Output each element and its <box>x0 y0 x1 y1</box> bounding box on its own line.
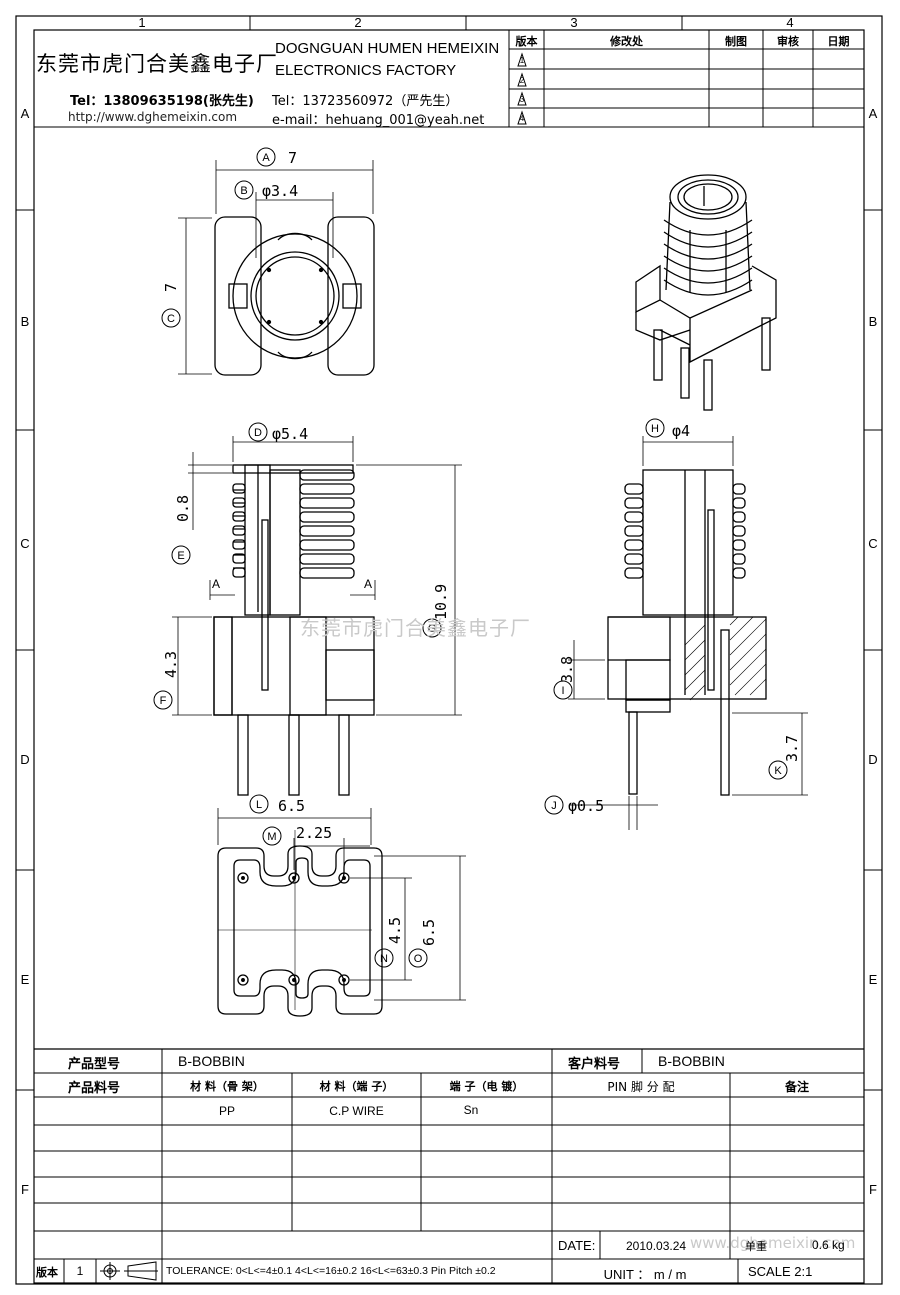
dim-b-value: φ3.4 <box>262 182 298 200</box>
ref-letter-k: K <box>774 765 782 777</box>
rev-col-date: 日期 <box>827 35 850 48</box>
ref-letter-e: E <box>177 550 184 562</box>
weight-value: 0.6 kg <box>812 1238 845 1252</box>
section-mark-left: A <box>212 577 220 591</box>
ref-letter-b: B <box>240 185 247 197</box>
dim-a-value: 7 <box>288 149 297 167</box>
company-name-cn: 东莞市虎门合美鑫电子厂 <box>36 52 278 76</box>
projection-symbol-icon <box>97 1260 159 1282</box>
pin-assignment-label: PIN 脚 分 配 <box>607 1080 675 1094</box>
zone-row-f-right: F <box>869 1182 877 1197</box>
dim-c-value: 7 <box>162 283 180 292</box>
ref-letter-n: N <box>380 953 388 965</box>
remarks-label: 备注 <box>784 1080 809 1094</box>
ref-letter-m: M <box>267 831 276 843</box>
dim-f-value: 4.3 <box>162 651 180 678</box>
customer-part-label: 客户料号 <box>568 1057 621 1072</box>
material-pin-label: 材 料（端 子） <box>319 1080 394 1093</box>
zone-row-c-left: C <box>20 536 30 551</box>
zone-row-d-right: D <box>868 752 878 767</box>
rev-mark-2: 2 <box>519 76 525 85</box>
version-value: 1 <box>76 1264 84 1278</box>
ref-letter-a: A <box>262 152 270 164</box>
company-name-en-1: DOGNGUAN HUMEN HEMEIXIN <box>275 40 500 57</box>
top-view <box>161 147 375 376</box>
rev-col-drawn: 制图 <box>725 35 747 48</box>
rev-col-version: 版本 <box>515 35 538 48</box>
dim-m-value: 2.25 <box>296 824 332 842</box>
dim-k-value: 3.7 <box>783 735 801 762</box>
zone-col-4: 4 <box>786 15 794 30</box>
material-frame-label: 材 料（骨 架） <box>190 1080 264 1093</box>
dim-h-value: φ4 <box>672 422 690 440</box>
zone-row-d-left: D <box>20 752 30 767</box>
company-name-en-2: ELECTRONICS FACTORY <box>275 62 457 79</box>
inner-border <box>33 29 865 1284</box>
terminal-plating-value: Sn <box>463 1103 479 1117</box>
ref-letter-g: G <box>428 623 437 635</box>
customer-part-value: B-BOBBIN <box>658 1053 725 1069</box>
rev-col-modification: 修改处 <box>610 35 643 48</box>
zone-col-3: 3 <box>570 15 578 30</box>
tolerance-note: TOLERANCE: 0<L<=4±0.1 4<L<=16±0.2 16<L<=… <box>166 1265 496 1277</box>
contact-tel-2: Tel：13723560972（严先生） <box>272 94 459 109</box>
dim-n-value: 4.5 <box>386 917 404 944</box>
product-part-label: 产品料号 <box>68 1081 121 1096</box>
terminal-plating-label: 端 子（电 镀） <box>449 1080 524 1093</box>
watermark-text: 东莞市虎门合美鑫电子厂 <box>300 616 531 640</box>
zone-row-b-left: B <box>20 314 30 329</box>
version-label: 版本 <box>36 1266 58 1279</box>
rev-col-checked: 审核 <box>777 35 799 48</box>
ref-letter-j: J <box>551 800 557 812</box>
scale-label: SCALE 2:1 <box>748 1264 813 1279</box>
zone-row-f-left: F <box>21 1182 29 1197</box>
product-model-label: 产品型号 <box>68 1057 121 1072</box>
ref-letter-l: L <box>256 799 262 811</box>
watermark-url: www.dghemeixin.com <box>690 1234 856 1252</box>
weight-label: 单重 <box>745 1240 767 1253</box>
side-section-view <box>544 418 808 830</box>
unit-label: UNIT ： m / m <box>603 1267 687 1282</box>
date-label: DATE: <box>558 1238 596 1253</box>
ref-letter-c: C <box>167 313 175 325</box>
material-frame-value: PP <box>218 1104 235 1118</box>
zone-col-2: 2 <box>354 15 362 30</box>
contact-email[interactable]: e-mail：hehuang_001@yeah.net <box>272 113 485 128</box>
contact-tel-1: Tel：13809635198(张先生) <box>70 94 254 109</box>
product-model-value: B-BOBBIN <box>178 1053 245 1069</box>
ref-letter-d: D <box>254 427 262 439</box>
dim-e-value: 0.8 <box>174 495 192 522</box>
dim-d-value: φ5.4 <box>272 425 308 443</box>
zone-row-b-right: B <box>868 314 878 329</box>
rev-mark-1: 1 <box>519 56 525 65</box>
website-link[interactable]: http://www.dghemeixin.com <box>68 110 238 124</box>
isometric-view <box>635 174 777 411</box>
zone-row-a-right: A <box>868 106 878 121</box>
rev-mark-3: 3 <box>519 95 525 104</box>
dim-g-value: 10.9 <box>432 584 450 620</box>
bottom-view <box>217 794 466 1017</box>
zone-row-c-right: C <box>868 536 878 551</box>
dim-o-value: 6.5 <box>420 919 438 946</box>
zone-col-1: 1 <box>138 15 146 30</box>
front-view <box>153 422 462 796</box>
zone-row-e-right: E <box>868 972 878 987</box>
zone-row-e-left: E <box>20 972 30 987</box>
zone-row-a-left: A <box>20 106 30 121</box>
material-pin-value: C.P WIRE <box>329 1104 384 1118</box>
date-value: 2010.03.24 <box>626 1239 687 1253</box>
dim-j-value: φ0.5 <box>568 797 604 815</box>
ref-letter-h: H <box>651 423 659 435</box>
section-mark-right: A <box>364 577 372 591</box>
dim-l-value: 6.5 <box>278 797 305 815</box>
ref-letter-o: O <box>414 953 423 965</box>
ref-letter-f: F <box>160 695 167 707</box>
rev-mark-4: 4 <box>519 114 525 123</box>
ref-letter-i: I <box>561 685 564 697</box>
dim-i-value: 3.8 <box>558 656 576 683</box>
